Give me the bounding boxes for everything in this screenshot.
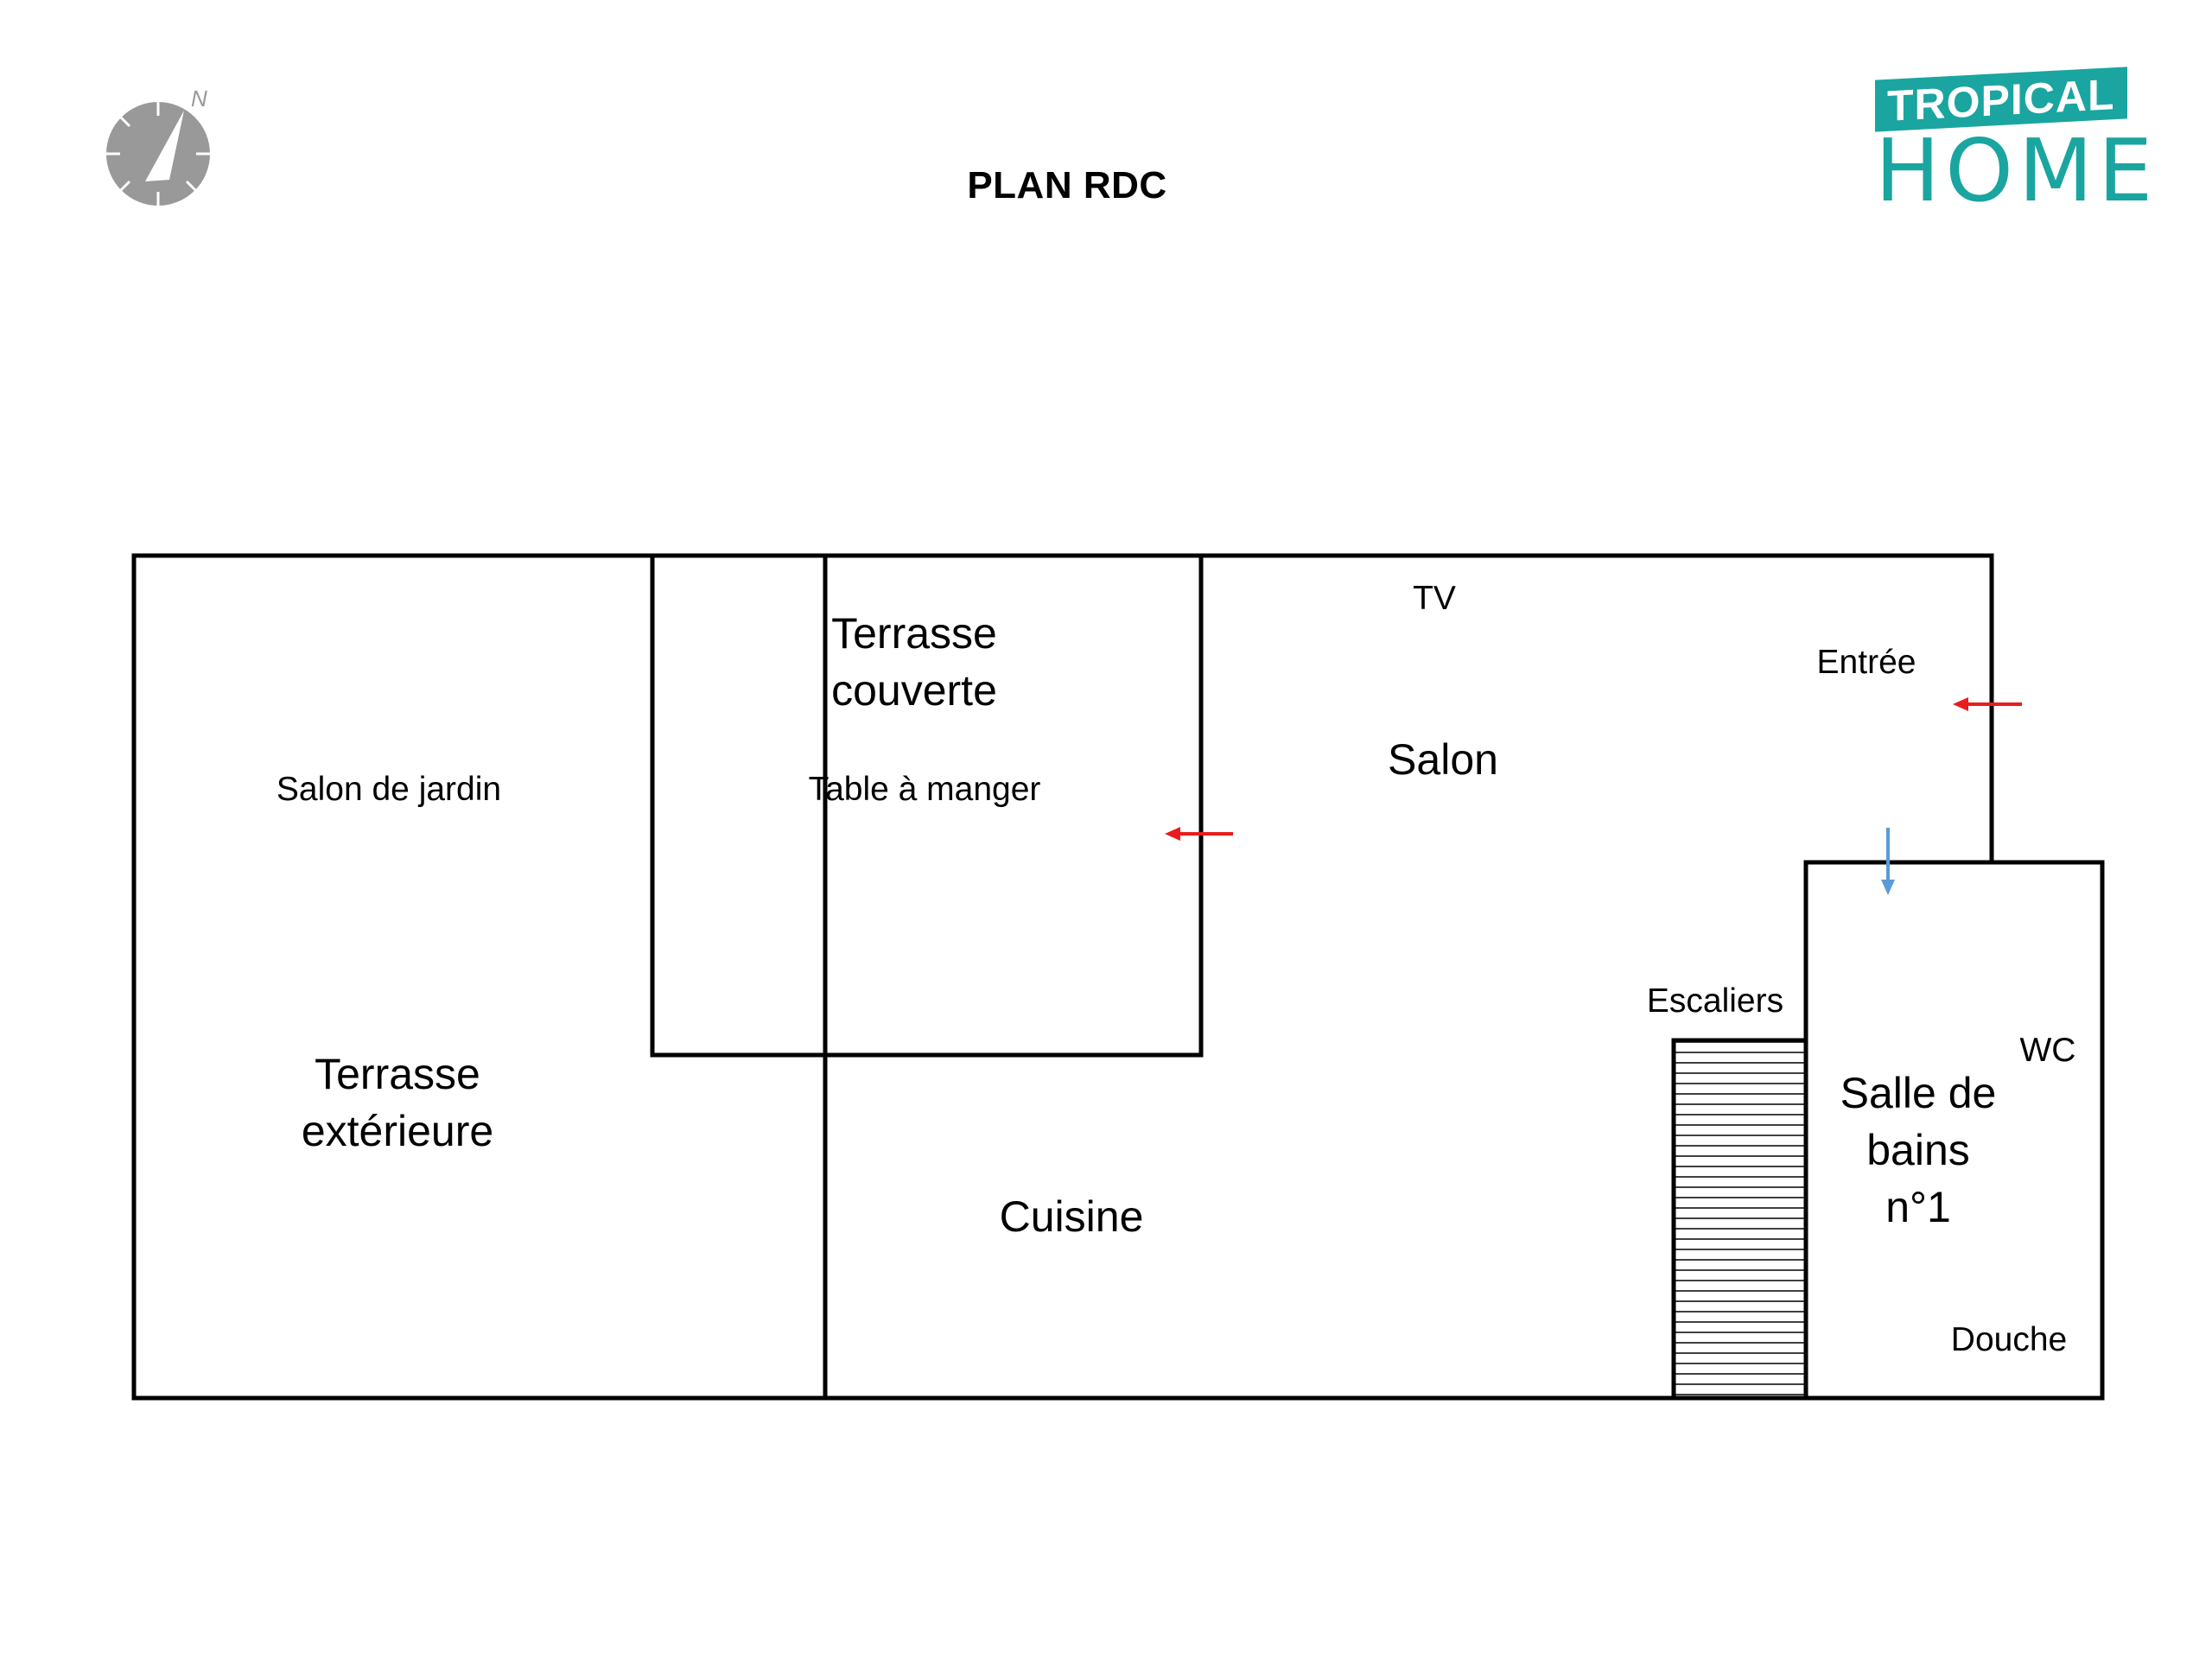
- terrasse-exterieure-wall: [131, 553, 828, 1401]
- compass-north-label: N: [191, 86, 207, 111]
- label-salle-de-bains: Salle de bains n°1: [1840, 1069, 1997, 1231]
- compass-icon: N: [106, 86, 210, 206]
- label-tv: TV: [1413, 580, 1456, 617]
- label-escaliers: Escaliers: [1646, 982, 1784, 1020]
- tropical-home-logo: TROPICAL HOME: [1875, 67, 2158, 221]
- label-wc: WC: [2019, 1032, 2076, 1069]
- logo-line2: HOME: [1875, 120, 2158, 221]
- label-cuisine: Cuisine: [999, 1192, 1144, 1241]
- label-douche: Douche: [1950, 1321, 2068, 1358]
- salon-wall: [1201, 553, 1994, 862]
- label-terrasse-couverte: Terrasse couverte: [831, 609, 997, 715]
- door-arrow-entry: [1953, 697, 2022, 711]
- label-salon: Salon: [1388, 735, 1498, 784]
- label-salon-de-jardin: Salon de jardin: [276, 771, 502, 808]
- page-title: PLAN RDC: [967, 164, 1167, 207]
- stairs: [1671, 1038, 1808, 1401]
- label-terrasse-exterieure: Terrasse extérieure: [301, 1050, 494, 1155]
- terrasse-couverte-wall: [650, 553, 1204, 1058]
- label-entree: Entrée: [1816, 644, 1916, 681]
- door-arrow-terrace: [1165, 827, 1233, 841]
- label-table-a-manger: Table à manger: [808, 771, 1041, 808]
- door-arrow-bathroom: [1881, 828, 1895, 895]
